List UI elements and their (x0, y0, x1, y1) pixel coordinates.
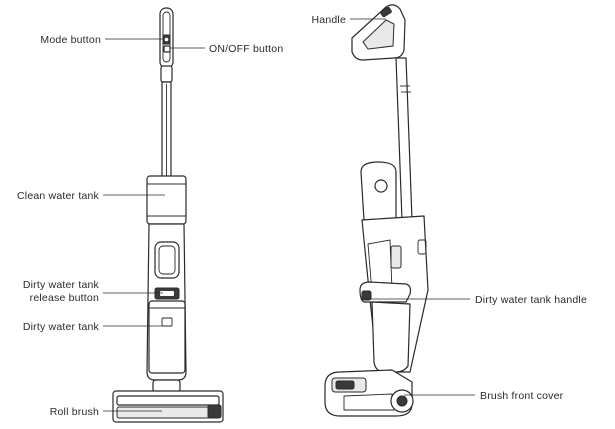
front-view-device (112, 7, 224, 423)
front-shaft (161, 81, 172, 179)
handle-part (351, 4, 406, 61)
label-mode-button: Mode button (40, 34, 101, 46)
label-dirty-water-tank-handle: Dirty water tank handle (475, 294, 587, 306)
dirty-water-tank-handle-part (359, 281, 412, 303)
label-clean-water-tank: Clean water tank (17, 190, 100, 202)
side-clean-water-tank (360, 161, 397, 221)
leader-lines (103, 18, 475, 412)
dirty-water-tank-release-button-part (154, 287, 180, 300)
side-view-device (324, 4, 429, 417)
label-roll-brush: Roll brush (50, 406, 99, 418)
clean-water-tank-part (146, 175, 187, 225)
side-shaft (395, 57, 413, 221)
label-handle: Handle (312, 14, 346, 26)
mode-button-part (162, 34, 171, 45)
brush-front-cover-part (390, 389, 414, 413)
part-labels: Mode button ON/OFF button Clean water ta… (17, 14, 587, 418)
roll-brush-part (112, 390, 224, 423)
label-release-button-line2: release button (30, 292, 99, 304)
dirty-water-tank-part (148, 300, 186, 374)
label-dirty-water-tank: Dirty water tank (23, 321, 100, 333)
label-on-off-button: ON/OFF button (209, 43, 283, 55)
on-off-button-part (163, 45, 171, 53)
side-brush-head (324, 369, 413, 417)
side-dirty-water-tank (371, 301, 411, 373)
label-release-button-line1: Dirty water tank (23, 279, 100, 291)
label-brush-front-cover: Brush front cover (480, 390, 564, 402)
